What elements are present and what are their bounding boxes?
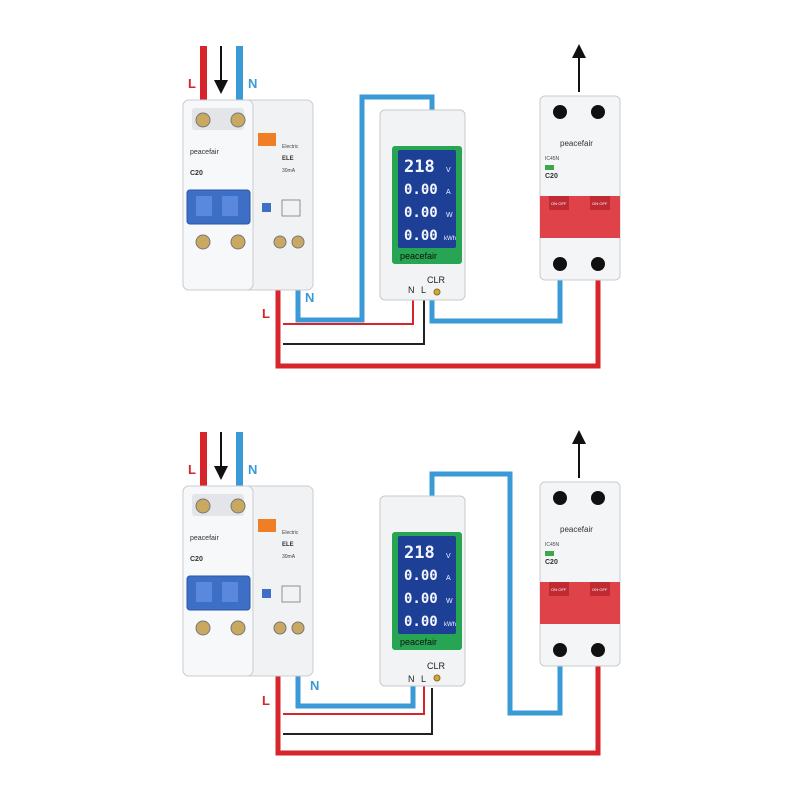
down-arrow-icon <box>214 46 228 94</box>
up-arrow-icon <box>572 430 586 478</box>
rcbo-model-a-b: Electric <box>282 530 299 536</box>
mcb-switch-text-right: ON·OFF <box>592 201 608 206</box>
rcbo-test-button-b[interactable] <box>262 589 271 598</box>
meter-voltage-unit: V <box>446 167 451 174</box>
wire-earth-to-meter <box>283 300 425 345</box>
meter-energy: 0.00 <box>404 228 438 244</box>
meter-clr-button[interactable] <box>433 288 441 296</box>
rcbo-breaker-b: peacefair C20 Electric ELE 30mA <box>182 485 314 677</box>
mcb-switch-text-right-b: ON·OFF <box>592 587 608 592</box>
incoming-neutral-wire <box>236 46 243 112</box>
meter-power-unit-b: W <box>446 598 453 605</box>
meter-power-b: 0.00 <box>404 591 438 607</box>
mcb-rating: C20 <box>545 173 558 180</box>
mcb-breaker-b: peacefair IC45N C20 ON·OFF ON·OFF <box>539 481 621 667</box>
rcbo-breaker: peacefair C20 Electric ELE 30mA <box>182 99 314 291</box>
wire-live-rcbo-to-meter-b <box>283 686 425 715</box>
wire-neutral-rcbo-to-meter <box>295 94 435 323</box>
rcbo-top-terminal-l <box>195 112 211 128</box>
wires-top <box>275 94 601 369</box>
mcb-brand-b: peacefair <box>560 525 593 534</box>
label-live-top-b: L <box>188 462 196 477</box>
energy-meter-b: 218 V 0.00 A 0.00 W 0.00 kWh peacefair C… <box>379 495 466 687</box>
mcb-model-b: IC45N <box>545 542 560 548</box>
incoming-neutral-wire-b <box>236 432 243 498</box>
label-live-top: L <box>188 76 196 91</box>
up-arrow-icon <box>572 44 586 92</box>
incoming-live-wire-b <box>200 432 207 498</box>
wire-live-rcbo-to-mcb-b <box>275 628 601 756</box>
energy-meter: 218 V 0.00 A 0.00 W 0.00 kWh peacefair C… <box>379 109 466 301</box>
meter-terminal-n-b: N <box>408 674 415 684</box>
rcbo-rating2: 30mA <box>282 168 296 174</box>
meter-clr-label-b: CLR <box>427 661 446 671</box>
diagram-bottom: L N peacefair C20 Electric ELE 30mA N L <box>182 430 621 756</box>
wire-neutral-meter-to-mcb-b <box>429 471 563 716</box>
label-neutral-side-b: N <box>310 678 319 693</box>
meter-energy-unit-b: kWh <box>444 622 456 628</box>
label-neutral-top-b: N <box>248 462 257 477</box>
meter-current-unit: A <box>446 189 451 196</box>
meter-voltage: 218 <box>404 157 435 177</box>
label-neutral-top: N <box>248 76 257 91</box>
rcbo-brand-b: peacefair <box>190 535 219 542</box>
incoming-live-wire <box>200 46 207 112</box>
rcbo-rating: C20 <box>190 170 203 177</box>
rcbo-model-b-b: ELE <box>282 542 294 548</box>
meter-energy-b: 0.00 <box>404 614 438 630</box>
label-live-side: L <box>262 306 270 321</box>
wire-earth-to-meter-b <box>283 688 433 735</box>
meter-voltage-unit-b: V <box>446 553 451 560</box>
meter-current: 0.00 <box>404 182 438 198</box>
meter-power: 0.00 <box>404 205 438 221</box>
rcbo-rating2-b: 30mA <box>282 554 296 560</box>
meter-clr-button-b[interactable] <box>433 674 441 682</box>
label-live-side-b: L <box>262 693 270 708</box>
meter-terminal-l: L <box>421 285 426 295</box>
mcb-model: IC45N <box>545 156 560 162</box>
rcbo-brand: peacefair <box>190 149 219 156</box>
label-neutral-side: N <box>305 290 314 305</box>
mcb-switch-text-left-b: ON·OFF <box>551 587 567 592</box>
rcbo-brand-tag <box>258 133 276 146</box>
mcb-switch-text-left: ON·OFF <box>551 201 567 206</box>
wire-neutral-meter-to-mcb <box>429 268 563 324</box>
meter-energy-unit: kWh <box>444 236 456 242</box>
down-arrow-icon <box>214 432 228 480</box>
rcbo-rating-b: C20 <box>190 556 203 563</box>
meter-brand-b: peacefair <box>400 637 437 647</box>
rcbo-test-button[interactable] <box>262 203 271 212</box>
wire-live-rcbo-to-meter <box>283 300 414 325</box>
mcb-brand: peacefair <box>560 139 593 148</box>
rcbo-model-b: ELE <box>282 156 294 162</box>
rcbo-model-a: Electric <box>282 144 299 150</box>
meter-terminal-n: N <box>408 285 415 295</box>
meter-current-b: 0.00 <box>404 568 438 584</box>
mcb-breaker: peacefair IC45N C20 ON·OFF ON·OFF <box>539 95 621 281</box>
rcbo-top-terminal-n <box>230 112 246 128</box>
meter-voltage-b: 218 <box>404 543 435 563</box>
meter-brand: peacefair <box>400 251 437 261</box>
meter-clr-label: CLR <box>427 275 446 285</box>
diagram-top: L N peacefair C20 Electric ELE 30mA N <box>182 44 621 369</box>
meter-current-unit-b: A <box>446 575 451 582</box>
meter-power-unit: W <box>446 212 453 219</box>
meter-terminal-l-b: L <box>421 674 426 684</box>
wire-live-rcbo-to-mcb <box>275 242 601 369</box>
mcb-rating-b: C20 <box>545 559 558 566</box>
